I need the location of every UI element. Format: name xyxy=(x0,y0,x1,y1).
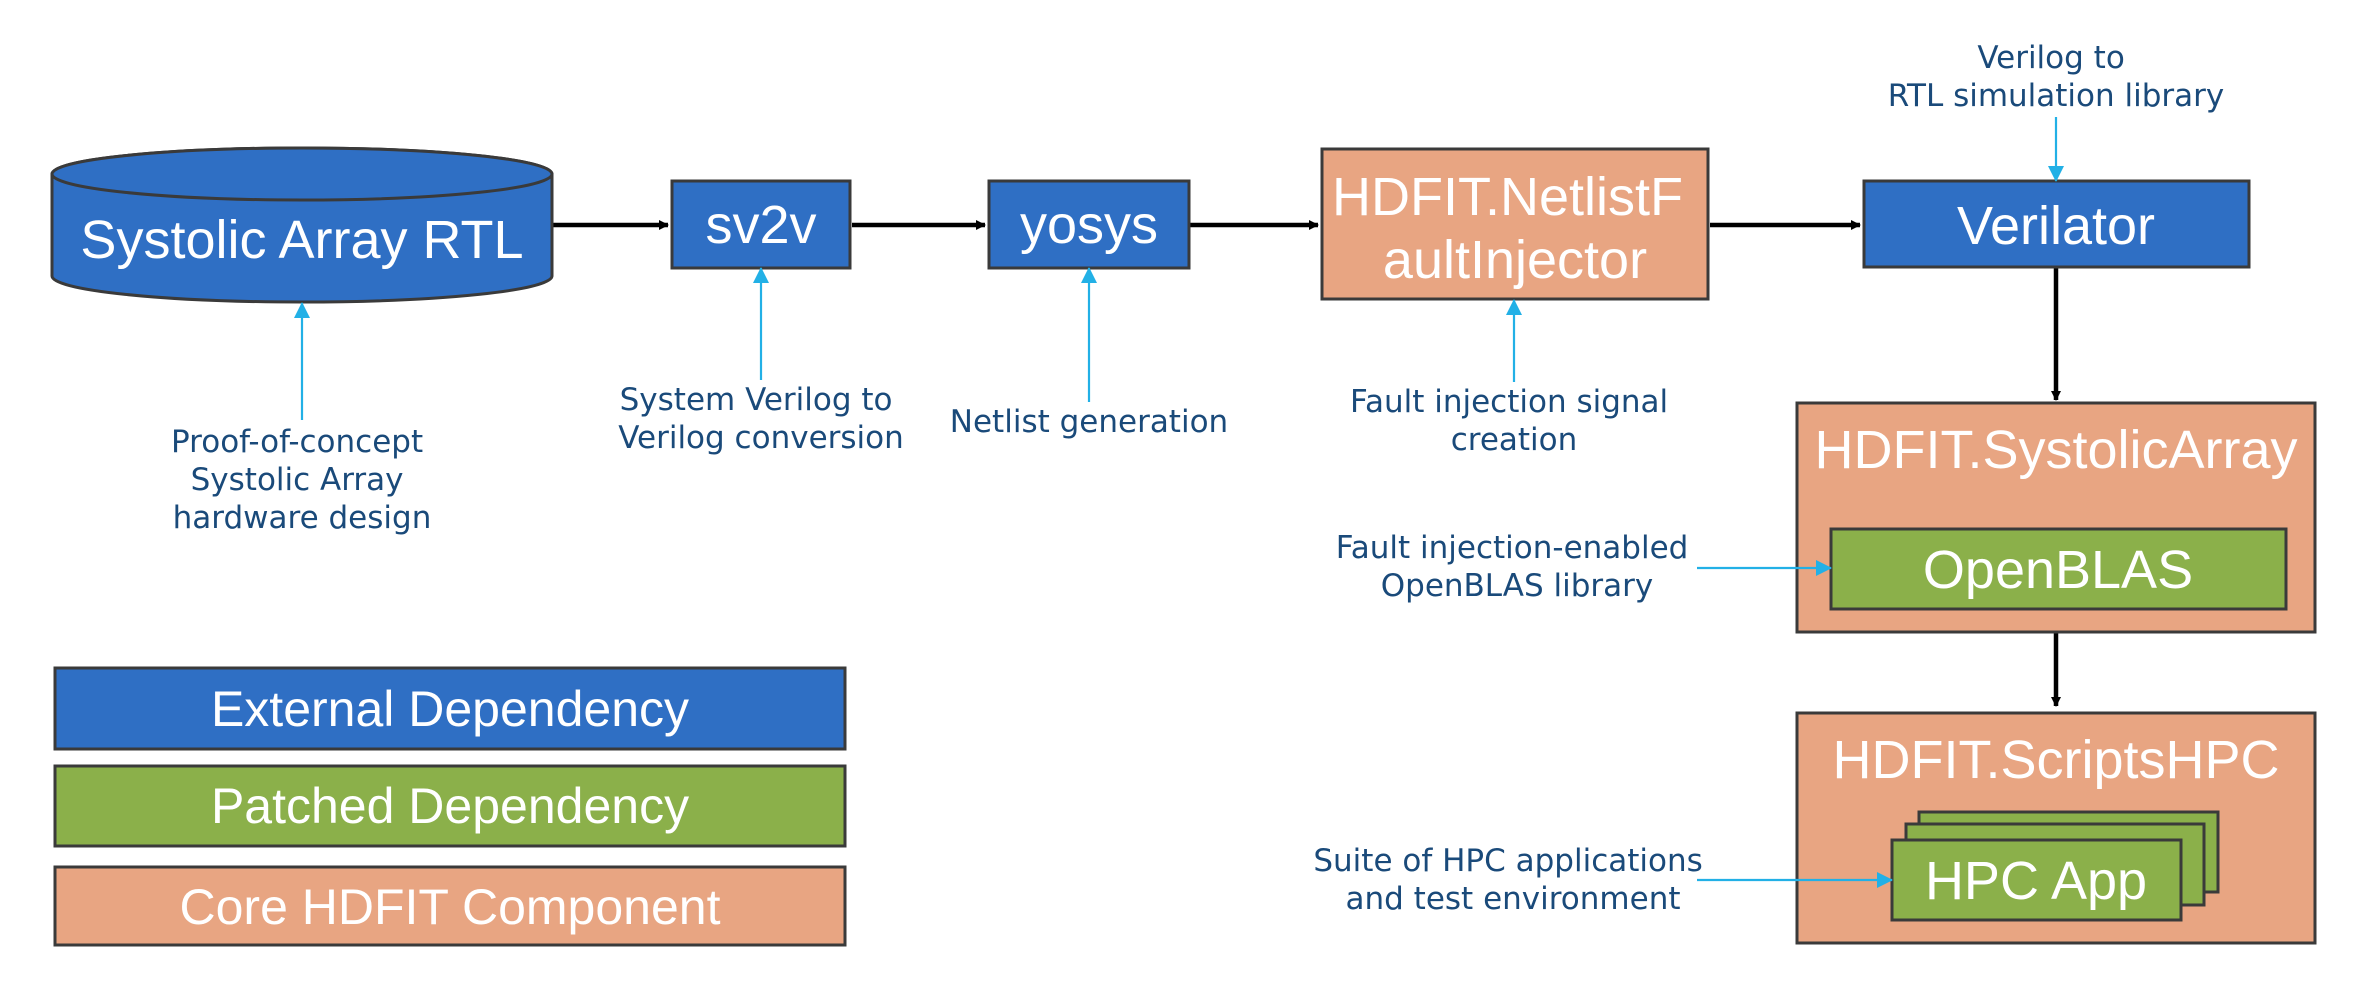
legend-swatch xyxy=(53,865,847,947)
annotation-line: System Verilog to xyxy=(620,382,893,418)
annotation-fault-injector: Fault injection signal creation xyxy=(1350,384,1678,458)
annotation-line: Verilog conversion xyxy=(618,420,904,456)
node-label: HPC App xyxy=(1925,851,2147,911)
node-openblas: OpenBLAS xyxy=(1829,527,2288,611)
node-label: HDFIT.SystolicArray xyxy=(1814,420,2297,480)
node-box xyxy=(987,179,1191,270)
node-hdfit-scripts-hpc: HDFIT.ScriptsHPC HPC App xyxy=(1795,711,2317,945)
legend-core: Core HDFIT Component xyxy=(53,865,847,947)
annotation-leaders xyxy=(294,117,2064,888)
annotation-line: Verilog to xyxy=(1977,40,2124,76)
annotation-line: OpenBLAS library xyxy=(1381,568,1654,604)
annotation-line: Fault injection-enabled xyxy=(1336,530,1689,566)
hpc-app-card-front xyxy=(1890,838,2183,922)
annotation-line: Systolic Array xyxy=(191,462,404,498)
annotation-rtl: Proof-of-concept Systolic Array hardware… xyxy=(171,424,433,536)
annotation-line: Netlist generation xyxy=(950,404,1228,440)
annotation-yosys: Netlist generation xyxy=(950,404,1228,440)
node-label: sv2v xyxy=(705,195,816,255)
node-label: Systolic Array RTL xyxy=(80,210,523,270)
node-verilator: Verilator xyxy=(1862,179,2251,269)
node-hpc-app-stack: HPC App xyxy=(1890,810,2220,922)
annotation-line: Suite of HPC applications xyxy=(1313,843,1702,879)
legend-swatch xyxy=(53,764,847,848)
annotation-verilator: Verilog to RTL simulation library xyxy=(1888,40,2225,114)
annotation-sv2v: System Verilog to Verilog conversion xyxy=(618,382,904,456)
node-label: Verilator xyxy=(1957,196,2155,256)
annotation-line: RTL simulation library xyxy=(1888,78,2225,114)
legend-label: Core HDFIT Component xyxy=(180,879,721,935)
legend-label: Patched Dependency xyxy=(211,778,689,834)
node-sv2v: sv2v xyxy=(670,179,852,270)
legend-external: External Dependency xyxy=(53,666,847,751)
annotations: Proof-of-concept Systolic Array hardware… xyxy=(171,40,2224,917)
legend-swatch xyxy=(53,666,847,751)
node-box xyxy=(1862,179,2251,269)
node-label: HDFIT.ScriptsHPC xyxy=(1832,730,2279,790)
annotation-openblas: Fault injection-enabled OpenBLAS library xyxy=(1336,530,1698,604)
cylinder-top xyxy=(50,146,554,202)
node-hdfit-systolic-array: HDFIT.SystolicArray OpenBLAS xyxy=(1795,401,2317,634)
node-systolic-array-rtl: Systolic Array RTL xyxy=(50,146,554,304)
node-box xyxy=(1829,527,2288,611)
node-label: OpenBLAS xyxy=(1923,540,2193,600)
node-netlist-fault-injector: HDFIT.NetlistF aultInjector xyxy=(1320,147,1710,301)
annotation-line: and test environment xyxy=(1346,881,1681,917)
node-yosys: yosys xyxy=(987,179,1191,270)
annotation-line: creation xyxy=(1451,422,1578,458)
annotation-hpc-app: Suite of HPC applications and test envir… xyxy=(1313,843,1712,917)
node-label-line: aultInjector xyxy=(1383,230,1647,290)
legend-patched: Patched Dependency xyxy=(53,764,847,848)
node-label: HDFIT.NetlistF aultInjector xyxy=(1332,167,1698,290)
annotation-line: Proof-of-concept xyxy=(171,424,423,460)
node-label: yosys xyxy=(1020,195,1158,255)
legend: External Dependency Patched Dependency C… xyxy=(53,666,847,947)
annotation-line: Fault injection signal xyxy=(1350,384,1668,420)
annotation-line: hardware design xyxy=(173,500,432,536)
node-label-line: HDFIT.NetlistF xyxy=(1332,167,1683,227)
legend-label: External Dependency xyxy=(211,681,689,737)
